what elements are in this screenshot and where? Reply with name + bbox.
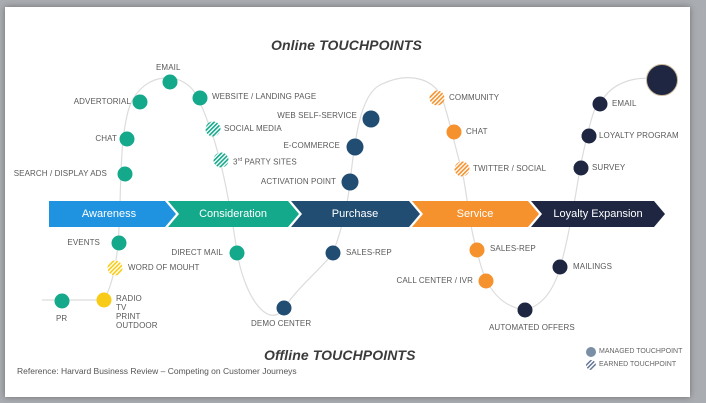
label-mailings: MAILINGS — [573, 262, 613, 271]
online-title: Online TOUCHPOINTS — [271, 37, 422, 53]
touchpoint-demo-center-dot[interactable] — [276, 300, 292, 316]
stage-service-label: Service — [456, 208, 494, 220]
label-call-center: CALL CENTER / IVR — [396, 276, 473, 285]
legend-earned-icon — [586, 360, 596, 370]
touchpoint-chat2-dot[interactable] — [446, 124, 462, 140]
label-ecommerce: E-COMMERCE — [283, 141, 340, 150]
label-radio: RADIO — [116, 294, 142, 303]
label-social-media: SOCIAL MEDIA — [224, 124, 282, 133]
touchpoint-website-dot[interactable] — [192, 90, 208, 106]
stage-awareness — [49, 201, 176, 227]
label-activation: ACTIVATION POINT — [260, 177, 336, 186]
stage-consideration-label: Consideration — [199, 208, 267, 220]
touchpoint-direct-mail-dot[interactable] — [229, 245, 245, 261]
label-twitter: TWITTER / SOCIAL — [473, 164, 547, 173]
stage-awareness-label: Awareness — [81, 208, 137, 220]
label-survey: SURVEY — [592, 163, 626, 172]
label-chat: CHAT — [95, 134, 117, 143]
label-3rd-party: 3rd PARTY SITES — [233, 155, 297, 168]
touchpoint-sales-rep2-dot[interactable] — [469, 242, 485, 258]
label-3rd-party-rest: PARTY SITES — [242, 157, 297, 167]
offline-title: Offline TOUCHPOINTS — [264, 347, 416, 363]
touchpoint-word-of-mouth-dot[interactable] — [107, 260, 123, 276]
touchpoint-email2-dot[interactable] — [592, 96, 608, 112]
label-3rd-party-sup: rd — [237, 157, 243, 163]
label-print: PRINT — [116, 312, 141, 321]
touchpoint-social-media-dot[interactable] — [205, 121, 221, 137]
touchpoint-loyalty-program-dot[interactable] — [581, 128, 597, 144]
legend-earned-label: EARNED TOUCHPOINT — [599, 361, 677, 368]
label-automated-offers: AUTOMATED OFFERS — [489, 323, 575, 332]
touchpoint-community-dot[interactable] — [429, 90, 445, 106]
label-loyalty-program: LOYALTY PROGRAM — [599, 131, 679, 140]
touchpoint-call-center-dot[interactable] — [478, 273, 494, 289]
label-direct-mail: DIRECT MAIL — [171, 248, 223, 257]
touchpoint-search-dot[interactable] — [117, 166, 133, 182]
stage-purchase — [291, 201, 420, 227]
label-search: SEARCH / DISPLAY ADS — [13, 169, 107, 178]
stage-loyalty-expansion — [531, 201, 665, 227]
touchpoint-ecommerce-dot[interactable] — [346, 138, 364, 156]
touchpoint-survey-dot[interactable] — [573, 160, 589, 176]
stage-consideration — [168, 201, 299, 227]
touchpoint-sales-rep-dot[interactable] — [325, 245, 341, 261]
label-pr: PR — [56, 314, 68, 323]
label-outdoor: OUTDOOR — [116, 321, 158, 330]
label-tv: TV — [116, 303, 127, 312]
label-sales-rep2: SALES-REP — [490, 244, 536, 253]
touchpoint-3rd-party-dot[interactable] — [213, 152, 229, 168]
legend-managed-label: MANAGED TOUCHPOINT — [599, 348, 683, 355]
touchpoint-email-dot[interactable] — [162, 74, 178, 90]
label-email2: EMAIL — [612, 99, 637, 108]
label-email: EMAIL — [156, 63, 181, 72]
label-demo-center: DEMO CENTER — [251, 319, 312, 328]
touchpoint-events-dot[interactable] — [111, 235, 127, 251]
legend-managed-icon — [586, 347, 596, 357]
touchpoint-advertorial-dot[interactable] — [132, 94, 148, 110]
label-website: WEBSITE / LANDING PAGE — [212, 92, 317, 101]
label-3rd-party-num: 3 — [233, 157, 238, 167]
touchpoint-pr-dot[interactable] — [54, 293, 70, 309]
label-sales-rep: SALES-REP — [346, 248, 392, 257]
label-community: COMMUNITY — [449, 93, 500, 102]
journey-end-dot — [646, 64, 678, 96]
label-advertorial: ADVERTORIAL — [73, 97, 131, 106]
label-word-of-mouth: WORD OF MOUHT — [128, 263, 200, 272]
touchpoint-automated-offers-dot[interactable] — [517, 302, 533, 318]
stage-purchase-label: Purchase — [331, 208, 379, 220]
stage-service — [412, 201, 539, 227]
label-chat2: CHAT — [466, 127, 488, 136]
stage-loyalty-label: Loyalty Expansion — [553, 208, 643, 220]
touchpoint-web-self-service-dot[interactable] — [362, 110, 380, 128]
touchpoint-activation-dot[interactable] — [341, 173, 359, 191]
label-web-self-service: WEB SELF-SERVICE — [277, 111, 357, 120]
label-events: EVENTS — [67, 238, 100, 247]
reference-text: Reference: Harvard Business Review – Com… — [17, 366, 297, 376]
touchpoint-mailings-dot[interactable] — [552, 259, 568, 275]
touchpoint-twitter-dot[interactable] — [454, 161, 470, 177]
touchpoint-chat-dot[interactable] — [119, 131, 135, 147]
touchpoint-radio-tv-dot[interactable] — [96, 292, 112, 308]
